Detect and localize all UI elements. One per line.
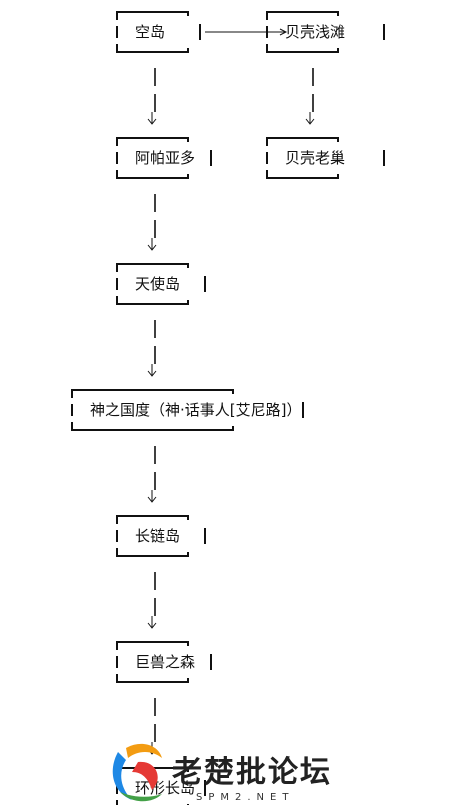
node-label: 空岛: [135, 23, 165, 41]
node-bottom-frame: [266, 44, 339, 53]
watermark-logo: 老楚批论坛 SPM2.NET: [112, 743, 332, 803]
edge-n2-n4: [305, 68, 315, 125]
arrowhead-icon: [147, 370, 157, 377]
node-top-frame: [116, 515, 189, 524]
arrowhead-icon: [147, 496, 157, 503]
arrowhead-icon: [279, 28, 288, 36]
node-label: 巨兽之森: [135, 653, 195, 671]
arrowhead-icon: [305, 118, 315, 125]
edge-n1-n2: [205, 28, 288, 36]
node-bottom-frame: [116, 296, 189, 305]
watermark-subtitle: SPM2.NET: [196, 792, 294, 803]
node-n8: 巨兽之森: [116, 641, 212, 683]
node-bottom-frame: [71, 422, 234, 431]
arrowhead-icon: [147, 244, 157, 251]
node-top-frame: [116, 641, 189, 650]
edge-n1-n3: [147, 68, 157, 125]
watermark-title: 老楚批论坛: [172, 755, 332, 790]
node-bottom-frame: [116, 44, 189, 53]
edge-n3-n5: [147, 194, 157, 251]
node-bottom-frame: [116, 800, 189, 805]
node-label: 神之国度（神·话事人[艾尼路]）: [90, 401, 301, 419]
node-n6: 神之国度（神·话事人[艾尼路]）: [71, 389, 304, 431]
node-n3: 阿帕亚多: [116, 137, 212, 179]
edge-n7-n8: [147, 572, 157, 629]
node-n2: 贝壳浅滩: [266, 11, 385, 53]
node-n4: 贝壳老巢: [266, 137, 385, 179]
node-top-frame: [116, 11, 189, 20]
edges-layer: [147, 28, 315, 755]
swirl-logo-icon: [112, 743, 162, 802]
node-top-frame: [116, 263, 189, 272]
node-label: 天使岛: [135, 275, 180, 293]
node-n5: 天使岛: [116, 263, 206, 305]
node-bottom-frame: [116, 548, 189, 557]
node-n1: 空岛: [116, 11, 201, 53]
node-n7: 长链岛: [116, 515, 206, 557]
node-label: 贝壳浅滩: [285, 23, 345, 41]
node-top-frame: [266, 11, 339, 20]
arrowhead-icon: [147, 118, 157, 125]
arrowhead-icon: [147, 622, 157, 629]
node-bottom-frame: [116, 674, 189, 683]
edge-n6-n7: [147, 446, 157, 503]
node-label: 贝壳老巢: [285, 149, 345, 167]
node-label: 阿帕亚多: [135, 149, 195, 167]
node-bottom-frame: [266, 170, 339, 179]
node-label: 长链岛: [135, 527, 180, 545]
node-top-frame: [116, 137, 189, 146]
node-bottom-frame: [116, 170, 189, 179]
edge-n5-n6: [147, 320, 157, 377]
node-top-frame: [266, 137, 339, 146]
node-top-frame: [71, 389, 234, 398]
